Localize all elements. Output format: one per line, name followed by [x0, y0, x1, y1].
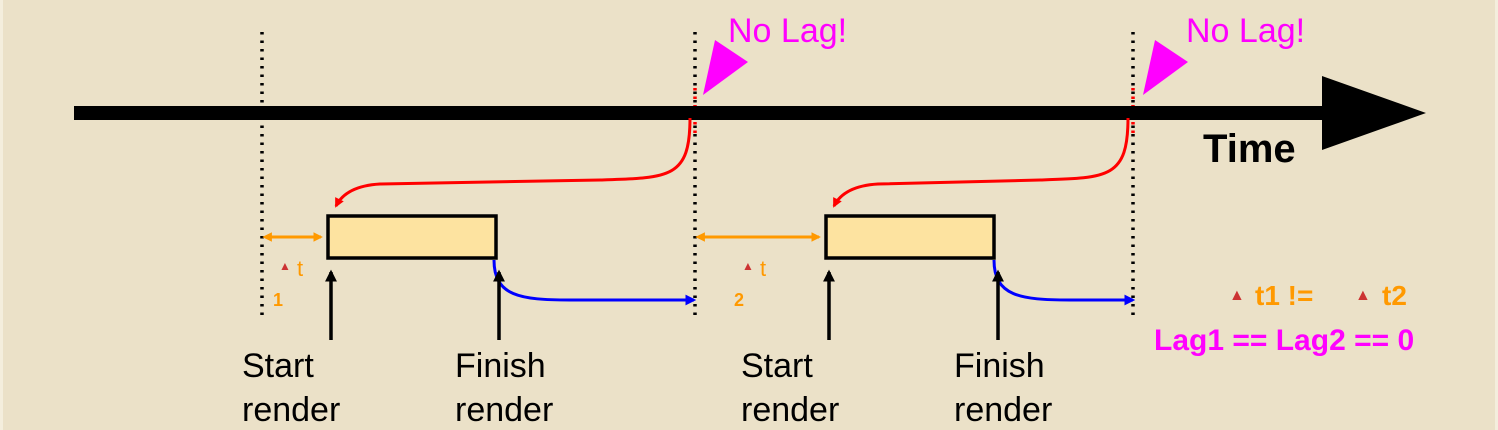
no-lag-pointer-2	[1143, 40, 1188, 95]
present-arrow-2	[992, 259, 1136, 306]
finish-render-label-2-line1: Finish	[954, 347, 1045, 385]
finish-render-label-2-line2: render	[954, 391, 1052, 429]
inequality-delta-symbol-left: ▲	[1229, 287, 1245, 304]
delta-symbol-gap-2: ▲	[742, 259, 754, 273]
time-axis-arrowhead	[1322, 76, 1426, 150]
start-render-label-2-line2: render	[741, 391, 839, 429]
gap-index-2: 2	[734, 290, 744, 310]
render-box-1	[326, 214, 498, 260]
finish-render-label-1-line2: render	[455, 391, 553, 429]
request-arrow-1	[334, 117, 692, 208]
start-render-label-2-line1: Start	[741, 347, 813, 385]
finish-render-label-1-line1: Finish	[455, 347, 546, 385]
time-axis	[74, 106, 1336, 120]
start-render-label-1-line2: render	[242, 391, 340, 429]
gap-index-1: 1	[273, 290, 283, 310]
start-render-label-1-line1: Start	[242, 347, 314, 385]
inequality-right: t2	[1382, 280, 1407, 311]
delta-var-gap-2: t	[760, 256, 766, 281]
time-axis-label: Time	[1203, 127, 1296, 171]
lag-equation: Lag1 == Lag2 == 0	[1154, 324, 1414, 357]
request-arrow-2	[832, 117, 1130, 208]
inequality-left: t1 !=	[1255, 280, 1313, 311]
delta-symbol-gap-1: ▲	[279, 259, 291, 273]
no-lag-label-2: No Lag!	[1186, 12, 1305, 50]
delta-var-gap-1: t	[297, 256, 303, 281]
render-box-2	[824, 214, 996, 260]
no-lag-label-1: No Lag!	[728, 12, 847, 50]
inequality-delta-symbol-right: ▲	[1355, 287, 1371, 304]
no-lag-pointer-1	[703, 40, 748, 95]
present-arrow-1	[492, 259, 697, 306]
